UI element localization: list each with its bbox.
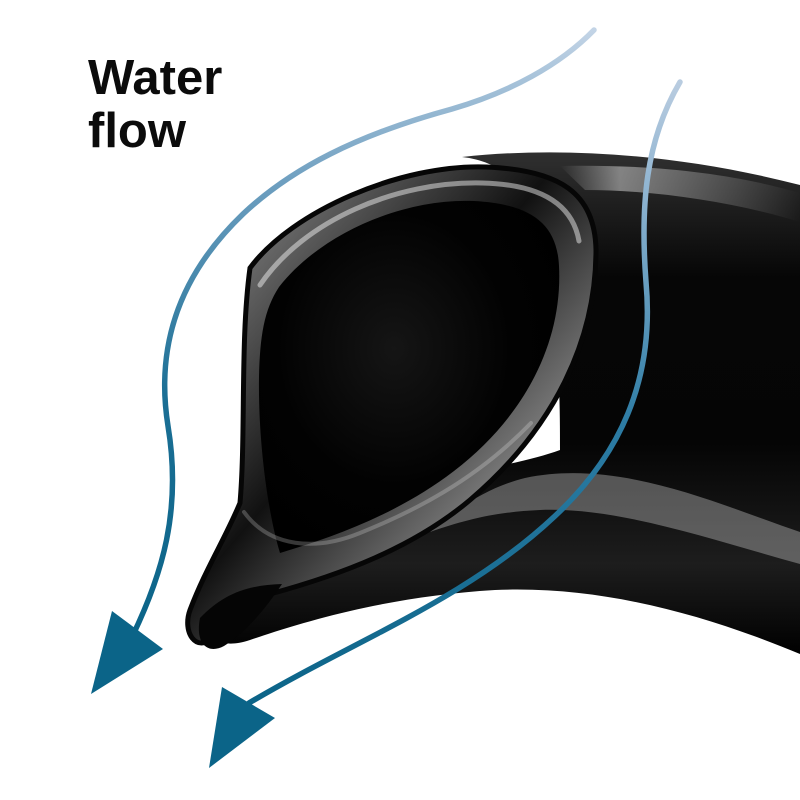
- curved-arrow-icon: [91, 611, 163, 694]
- rim-gloss: [257, 180, 582, 288]
- water-flow-label: Water flow: [88, 52, 308, 158]
- mouth-opening: [258, 200, 560, 554]
- front-flow-arrow-line: [246, 79, 683, 706]
- tube-lower-highlight: [430, 473, 800, 564]
- tube-top-highlight: [560, 165, 800, 222]
- water-flow-label-line-2: flow: [88, 104, 186, 158]
- rim-gloss-lower: [242, 421, 533, 546]
- water-flow-label-line-1: Water: [88, 51, 223, 105]
- curved-arrow-icon: [209, 687, 275, 768]
- back-flow-arrow-line: [129, 27, 597, 640]
- tube-drip-tip: [198, 584, 282, 649]
